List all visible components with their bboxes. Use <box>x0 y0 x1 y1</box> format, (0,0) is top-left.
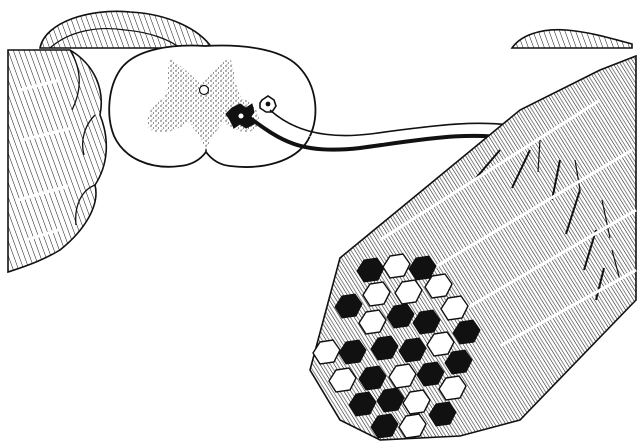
cut-muscle-left <box>8 50 106 272</box>
central-canal <box>200 86 209 95</box>
muscle-fascicle <box>310 56 636 440</box>
spinal-cord-cross-section <box>109 46 315 167</box>
cut-muscles-top <box>40 11 632 48</box>
